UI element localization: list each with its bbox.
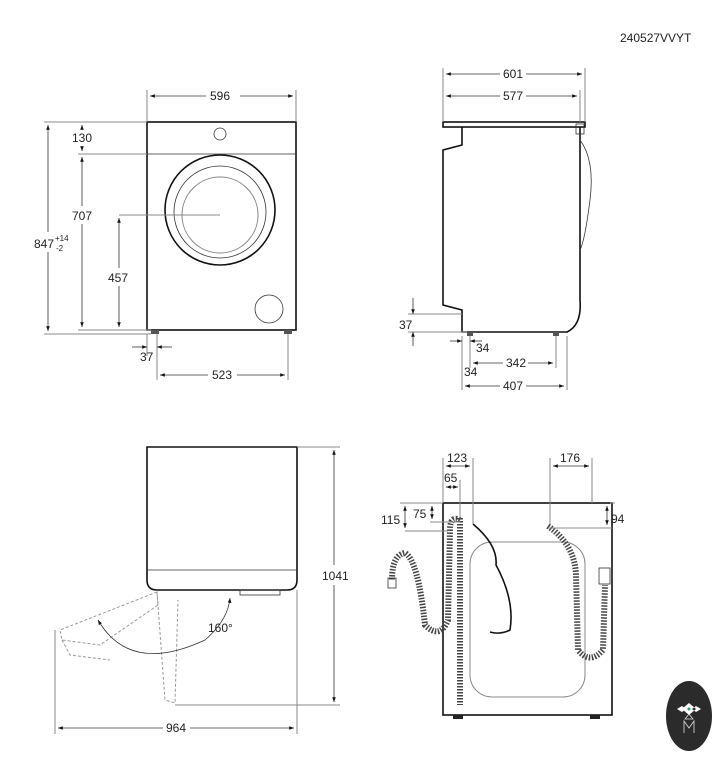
door <box>164 154 276 266</box>
dim-door-center: 457 <box>108 271 128 285</box>
drawing-code: 240527VVYT <box>620 31 692 45</box>
front-view: 596 847 +14 -2 130 707 457 37 523 <box>34 89 297 382</box>
dim-height-tol-minus: -2 <box>56 244 64 253</box>
top-view: 160° 1041 964 <box>54 446 349 735</box>
dim-drain-y: 115 <box>381 513 400 527</box>
program-knob <box>213 127 227 141</box>
dim-depth-total: 601 <box>503 67 523 81</box>
side-view: 601 577 37 34 34 342 407 <box>399 67 592 393</box>
dim-foot-b: 34 <box>464 365 478 379</box>
dim-depth-body: 577 <box>503 89 523 103</box>
dim-width-door-open: 964 <box>166 721 186 735</box>
dim-door-to-base: 707 <box>72 209 92 223</box>
dim-foot-span-side: 342 <box>506 356 526 370</box>
dim-height-tol-plus: +14 <box>55 234 69 243</box>
dim-inlet-left-x: 65 <box>444 471 458 485</box>
dim-foot-a: 34 <box>476 341 490 355</box>
dim-inlet-right-y: 94 <box>611 512 625 526</box>
dim-foot-span: 523 <box>212 368 232 382</box>
dim-depth-base: 407 <box>503 379 523 393</box>
brand-logo <box>666 681 712 751</box>
dim-width: 596 <box>210 89 230 103</box>
dim-drain-x: 123 <box>447 451 467 465</box>
dim-door-angle: 160° <box>208 621 233 635</box>
dim-height-total: 847 <box>34 237 54 251</box>
dim-inlet-right-x: 176 <box>560 451 580 465</box>
dim-foot-offset: 37 <box>140 350 154 364</box>
dim-depth-door-open: 1041 <box>322 569 349 583</box>
dim-top-panel: 130 <box>72 131 92 145</box>
back-view: 123 65 176 115 75 94 <box>381 451 625 719</box>
dim-foot-height: 37 <box>399 318 413 332</box>
dim-inlet-left-y: 75 <box>413 507 427 521</box>
